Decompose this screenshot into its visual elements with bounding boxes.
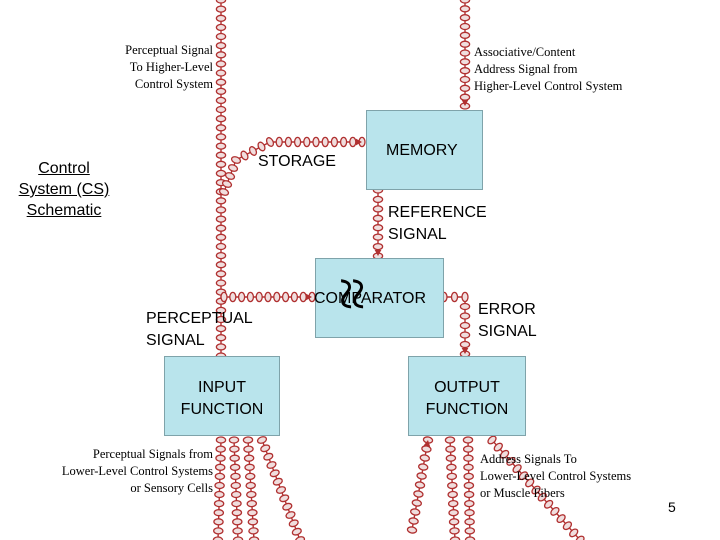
input-function-label: INPUT FUNCTION: [180, 379, 264, 418]
output-function-label: OUTPUT FUNCTION: [425, 379, 509, 418]
associative-from-higher-note: Associative/Content Address Signal from …: [474, 45, 623, 93]
comparator-box: [315, 258, 444, 338]
comparator-symbol: ≈: [319, 277, 385, 310]
output-lower-chain-3: [462, 436, 476, 540]
error-signal-label: ERROR SIGNAL: [478, 301, 537, 340]
input-lower-chain-1: [212, 436, 227, 540]
perceptual-signal-chain: [215, 0, 227, 360]
address-to-lower-note: Address Signals To Lower-Level Control S…: [480, 452, 632, 500]
error-signal-chain: [440, 291, 471, 358]
signal-chains: [212, 0, 585, 540]
perceptual-to-higher-note: Perceptual Signal To Higher-Level Contro…: [125, 43, 213, 91]
perceptual-to-comparator-chain: [220, 291, 316, 303]
storage-chain-arrowhead: [355, 138, 362, 146]
storage-chain: [218, 136, 366, 196]
error-signal-chain-arrowhead: [461, 347, 469, 354]
input-lower-chain-2: [228, 436, 244, 540]
reference-signal-chain-arrowhead: [374, 249, 382, 256]
perceptual-from-lower-note: Perceptual Signals from Lower-Level Cont…: [61, 447, 213, 495]
perceptual-signal-label: PERCEPTUAL SIGNAL: [146, 310, 253, 349]
output-lower-chain-2: [444, 436, 461, 540]
reference-signal-label: REFERENCE SIGNAL: [388, 204, 487, 243]
output-lower-chain-1: [406, 436, 434, 534]
output-lower-chain-1-arrowhead: [423, 440, 431, 447]
reference-signal-chain: [372, 186, 384, 260]
page-number: 5: [668, 499, 676, 515]
diagram-title: Control System (CS) Schematic: [18, 160, 110, 219]
output-lower-chain-4: [487, 435, 585, 540]
input-lower-chain-3: [256, 436, 306, 540]
associative-signal-chain-arrowhead: [461, 99, 469, 106]
input-lower-chain-4: [242, 436, 260, 540]
memory-label: MEMORY: [386, 142, 458, 159]
associative-signal-chain: [459, 0, 471, 110]
storage-label: STORAGE: [258, 153, 336, 170]
input-function-box: [164, 356, 280, 436]
output-function-box: [408, 356, 526, 436]
memory-box: [366, 110, 483, 190]
perceptual-to-comparator-chain-arrowhead: [305, 293, 312, 301]
comparator-label: COMPARATOR: [314, 290, 427, 307]
